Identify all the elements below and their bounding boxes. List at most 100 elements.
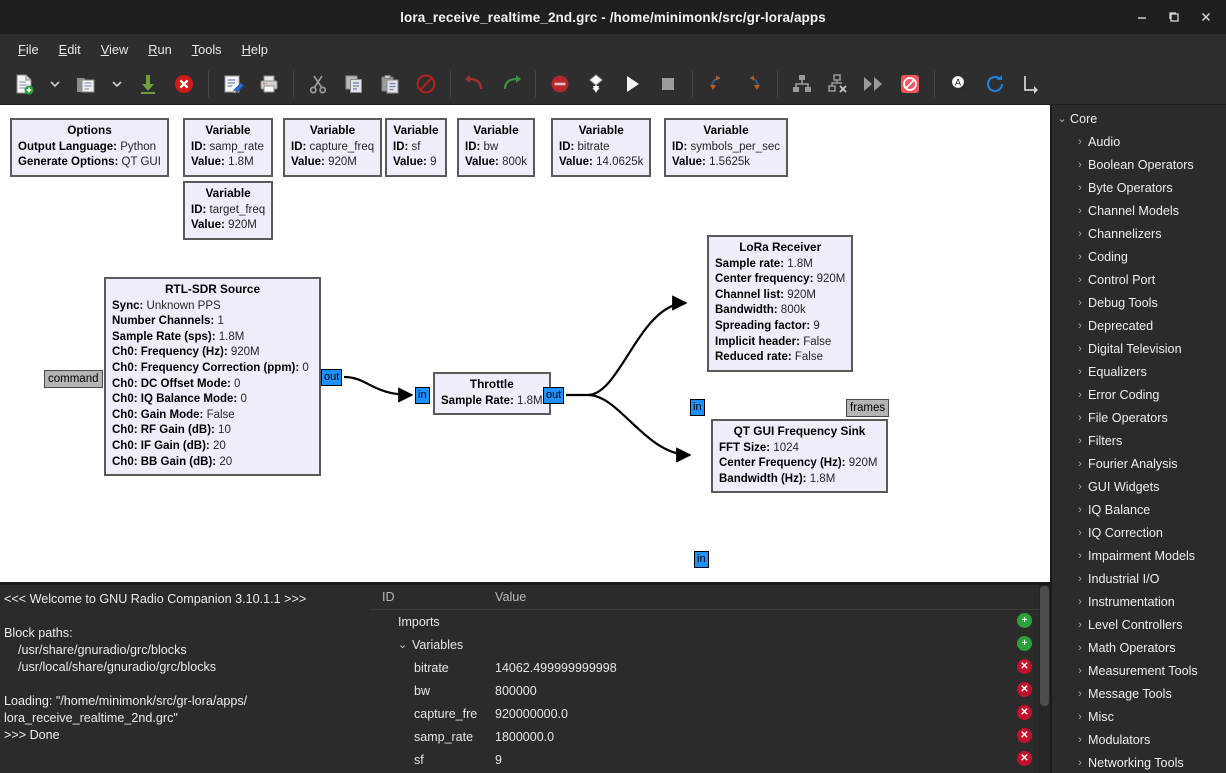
rotate-right-icon[interactable] — [735, 67, 771, 101]
rtl-command-port[interactable]: command — [44, 370, 103, 388]
remove-hier-block-icon[interactable] — [820, 67, 856, 101]
chevron-right-icon[interactable]: › — [1078, 618, 1082, 631]
tree-item-deprecated[interactable]: ›Deprecated — [1052, 314, 1226, 337]
open-flowgraph-icon[interactable] — [68, 67, 104, 101]
throttle-in-port[interactable]: in — [415, 387, 430, 404]
chevron-right-icon[interactable]: › — [1078, 480, 1082, 493]
lora-frames-port[interactable]: frames — [846, 399, 890, 417]
create-hier-block-icon[interactable] — [784, 67, 820, 101]
chevron-down-icon[interactable]: ⌄ — [398, 639, 408, 651]
errors-icon[interactable] — [892, 67, 928, 101]
open-recent-dropdown-icon[interactable] — [104, 67, 130, 101]
maximize-icon[interactable] — [1160, 4, 1188, 30]
tree-item-core[interactable]: ⌄Core — [1052, 107, 1226, 130]
delete-row-icon[interactable]: ✕ — [1017, 705, 1032, 720]
tree-item-modulators[interactable]: ›Modulators — [1052, 728, 1226, 751]
menu-help[interactable]: Help — [241, 41, 268, 57]
delete-row-icon[interactable]: ✕ — [1017, 682, 1032, 697]
menu-tools[interactable]: Tools — [191, 41, 222, 57]
chevron-right-icon[interactable]: › — [1078, 296, 1082, 309]
chevron-right-icon[interactable]: › — [1078, 135, 1082, 148]
menu-view[interactable]: View — [100, 41, 129, 57]
tree-item-equalizers[interactable]: ›Equalizers — [1052, 360, 1226, 383]
tree-item-coding[interactable]: ›Coding — [1052, 245, 1226, 268]
tree-item-boolean-operators[interactable]: ›Boolean Operators — [1052, 153, 1226, 176]
menu-file[interactable]: File — [18, 41, 39, 57]
delete-icon[interactable] — [408, 67, 444, 101]
print-icon[interactable] — [251, 67, 287, 101]
chevron-right-icon[interactable]: › — [1078, 733, 1082, 746]
tree-item-channel-models[interactable]: ›Channel Models — [1052, 199, 1226, 222]
add-row-icon[interactable]: + — [1017, 613, 1032, 628]
tree-item-channelizers[interactable]: ›Channelizers — [1052, 222, 1226, 245]
chevron-right-icon[interactable]: › — [1078, 549, 1082, 562]
chevron-right-icon[interactable]: › — [1078, 227, 1082, 240]
tree-item-gui-widgets[interactable]: ›GUI Widgets — [1052, 475, 1226, 498]
reload-blocks-icon[interactable] — [977, 67, 1013, 101]
undo-icon[interactable] — [457, 67, 493, 101]
chevron-right-icon[interactable]: › — [1078, 503, 1082, 516]
tree-item-misc[interactable]: ›Misc — [1052, 705, 1226, 728]
chevron-right-icon[interactable]: › — [1078, 388, 1082, 401]
tree-item-message-tools[interactable]: ›Message Tools — [1052, 682, 1226, 705]
tree-item-file-operators[interactable]: ›File Operators — [1052, 406, 1226, 429]
tree-item-byte-operators[interactable]: ›Byte Operators — [1052, 176, 1226, 199]
close-flowgraph-icon[interactable] — [166, 67, 202, 101]
delete-row-icon[interactable]: ✕ — [1017, 659, 1032, 674]
row-value-cell[interactable]: 800000 — [495, 683, 537, 698]
tree-item-digital-television[interactable]: ›Digital Television — [1052, 337, 1226, 360]
scrollbar-thumb[interactable] — [1040, 586, 1049, 706]
chevron-right-icon[interactable]: › — [1078, 342, 1082, 355]
chevron-right-icon[interactable]: › — [1078, 687, 1082, 700]
tree-item-industrial-i-o[interactable]: ›Industrial I/O — [1052, 567, 1226, 590]
chevron-right-icon[interactable]: › — [1078, 457, 1082, 470]
add-row-button[interactable]: + — [1017, 613, 1032, 628]
edit-properties-icon[interactable] — [215, 67, 251, 101]
add-row-button[interactable]: + — [1017, 636, 1032, 651]
block-tree-panel[interactable]: ⌄Core›Audio›Boolean Operators›Byte Opera… — [1052, 105, 1226, 773]
tree-item-error-coding[interactable]: ›Error Coding — [1052, 383, 1226, 406]
find-block-icon[interactable]: A — [941, 67, 977, 101]
table-row[interactable]: ⌄Variables+ — [370, 633, 1050, 656]
close-icon[interactable] — [1192, 4, 1220, 30]
menu-run[interactable]: Run — [148, 41, 172, 57]
chevron-right-icon[interactable]: › — [1078, 273, 1082, 286]
new-flowgraph-dropdown-icon[interactable] — [42, 67, 68, 101]
tree-item-math-operators[interactable]: ›Math Operators — [1052, 636, 1226, 659]
tree-item-level-controllers[interactable]: ›Level Controllers — [1052, 613, 1226, 636]
chevron-down-icon[interactable]: ⌄ — [1057, 113, 1067, 125]
add-row-icon[interactable]: + — [1017, 636, 1032, 651]
tree-item-impairment-models[interactable]: ›Impairment Models — [1052, 544, 1226, 567]
delete-row-icon[interactable]: ✕ — [1017, 751, 1032, 766]
menu-edit[interactable]: Edit — [58, 41, 81, 57]
delete-row-icon[interactable]: ✕ — [1017, 728, 1032, 743]
kill-flowgraph-icon[interactable] — [650, 67, 686, 101]
row-value-cell[interactable]: 14062.499999999998 — [495, 660, 617, 675]
paste-icon[interactable] — [372, 67, 408, 101]
delete-row-button[interactable]: ✕ — [1017, 751, 1032, 766]
chevron-right-icon[interactable]: › — [1078, 204, 1082, 217]
freqsink-in-port[interactable]: in — [694, 551, 709, 568]
delete-row-button[interactable]: ✕ — [1017, 659, 1032, 674]
new-flowgraph-icon[interactable] — [6, 67, 42, 101]
chevron-right-icon[interactable]: › — [1078, 595, 1082, 608]
row-value-cell[interactable]: 9 — [495, 752, 502, 767]
tree-item-iq-balance[interactable]: ›IQ Balance — [1052, 498, 1226, 521]
lora-in-port[interactable]: in — [690, 399, 705, 416]
rtl-out-port[interactable]: out — [321, 369, 343, 386]
chevron-right-icon[interactable]: › — [1078, 572, 1082, 585]
more-icon[interactable] — [856, 67, 892, 101]
